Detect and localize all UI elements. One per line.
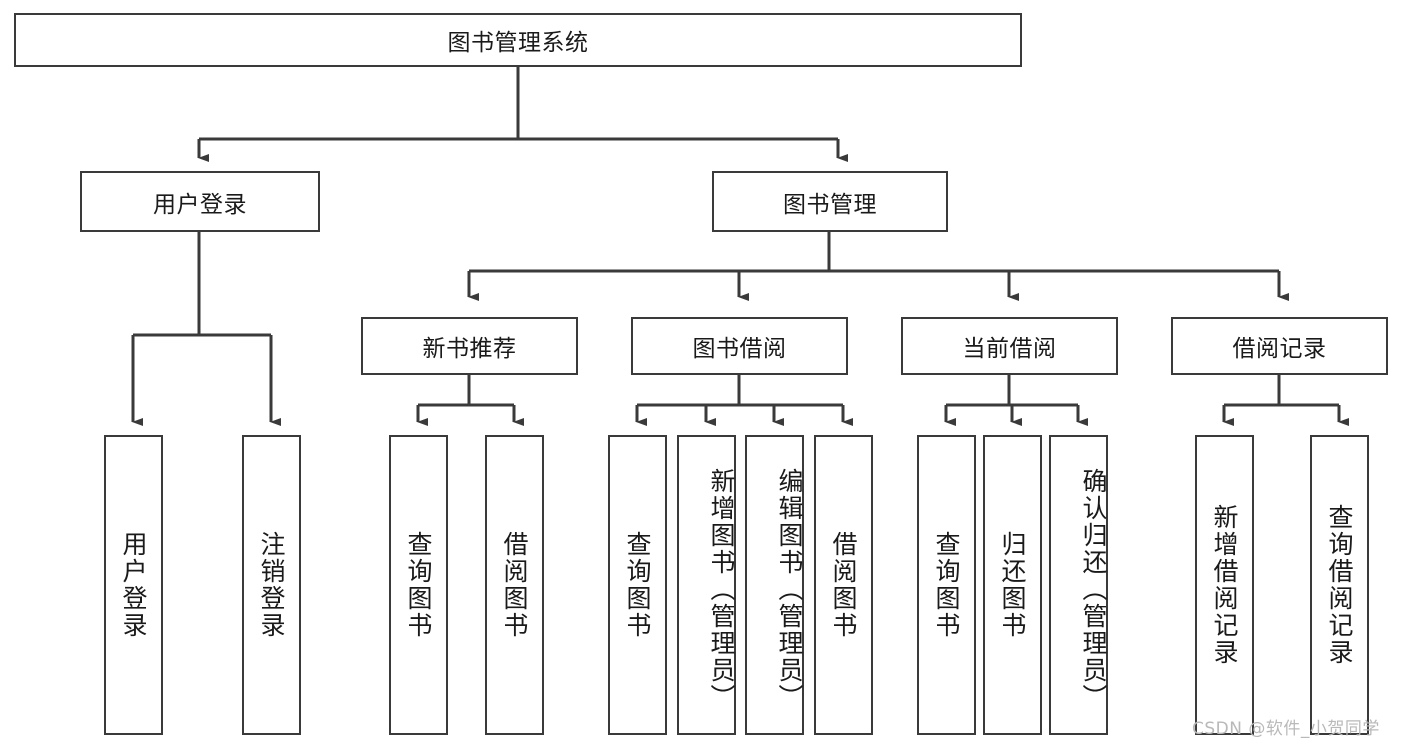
leaf-current-borrow-confirm-return[interactable]: 确认归还（管理员） — [1049, 435, 1108, 735]
node-label: 图书管理 — [783, 191, 877, 218]
node-book-borrow[interactable]: 图书借阅 — [631, 317, 848, 375]
node-label: 注销登录 — [257, 531, 286, 639]
leaf-borrow-record-add[interactable]: 新增借阅记录 — [1195, 435, 1254, 735]
leaf-book-borrow-add[interactable]: 新增图书（管理员） — [677, 435, 736, 735]
leaf-current-borrow-return[interactable]: 归还图书 — [983, 435, 1042, 735]
node-label: 确认归还（管理员） — [1079, 467, 1108, 711]
leaf-new-book-query[interactable]: 查询图书 — [389, 435, 448, 735]
node-label: 用户登录 — [119, 531, 148, 639]
leaf-borrow-record-query[interactable]: 查询借阅记录 — [1310, 435, 1369, 735]
node-current-borrow[interactable]: 当前借阅 — [901, 317, 1118, 375]
node-label: 用户登录 — [153, 191, 247, 218]
node-label: 查询借阅记录 — [1325, 504, 1354, 666]
node-label: 图书借阅 — [692, 336, 787, 362]
node-label: 借阅记录 — [1232, 336, 1327, 362]
node-label: 新书推荐 — [422, 336, 517, 362]
leaf-new-book-borrow[interactable]: 借阅图书 — [485, 435, 544, 735]
leaf-book-borrow-edit[interactable]: 编辑图书（管理员） — [745, 435, 804, 735]
node-label: 编辑图书（管理员） — [775, 467, 804, 711]
leaf-user-login-login[interactable]: 用户登录 — [104, 435, 163, 735]
node-borrow-record[interactable]: 借阅记录 — [1171, 317, 1388, 375]
leaf-user-login-logout[interactable]: 注销登录 — [242, 435, 301, 735]
watermark-csdn: CSDN @软件_小贺同学 — [1192, 719, 1380, 739]
node-label: 查询图书 — [623, 531, 652, 639]
node-book-management[interactable]: 图书管理 — [712, 171, 948, 232]
leaf-book-borrow-query[interactable]: 查询图书 — [608, 435, 667, 735]
node-label: 新增图书（管理员） — [707, 467, 736, 711]
node-new-book-recommend[interactable]: 新书推荐 — [361, 317, 578, 375]
node-label: 查询图书 — [932, 531, 961, 639]
node-root-system[interactable]: 图书管理系统 — [14, 13, 1022, 67]
node-label: 借阅图书 — [500, 531, 529, 639]
node-label: 查询图书 — [404, 531, 433, 639]
node-label: 归还图书 — [998, 531, 1027, 639]
node-label: 新增借阅记录 — [1210, 504, 1239, 666]
leaf-current-borrow-query[interactable]: 查询图书 — [917, 435, 976, 735]
node-user-login[interactable]: 用户登录 — [80, 171, 320, 232]
node-label: 当前借阅 — [962, 336, 1057, 362]
node-label: 借阅图书 — [829, 531, 858, 639]
node-label: 图书管理系统 — [447, 30, 589, 56]
leaf-book-borrow-borrow[interactable]: 借阅图书 — [814, 435, 873, 735]
